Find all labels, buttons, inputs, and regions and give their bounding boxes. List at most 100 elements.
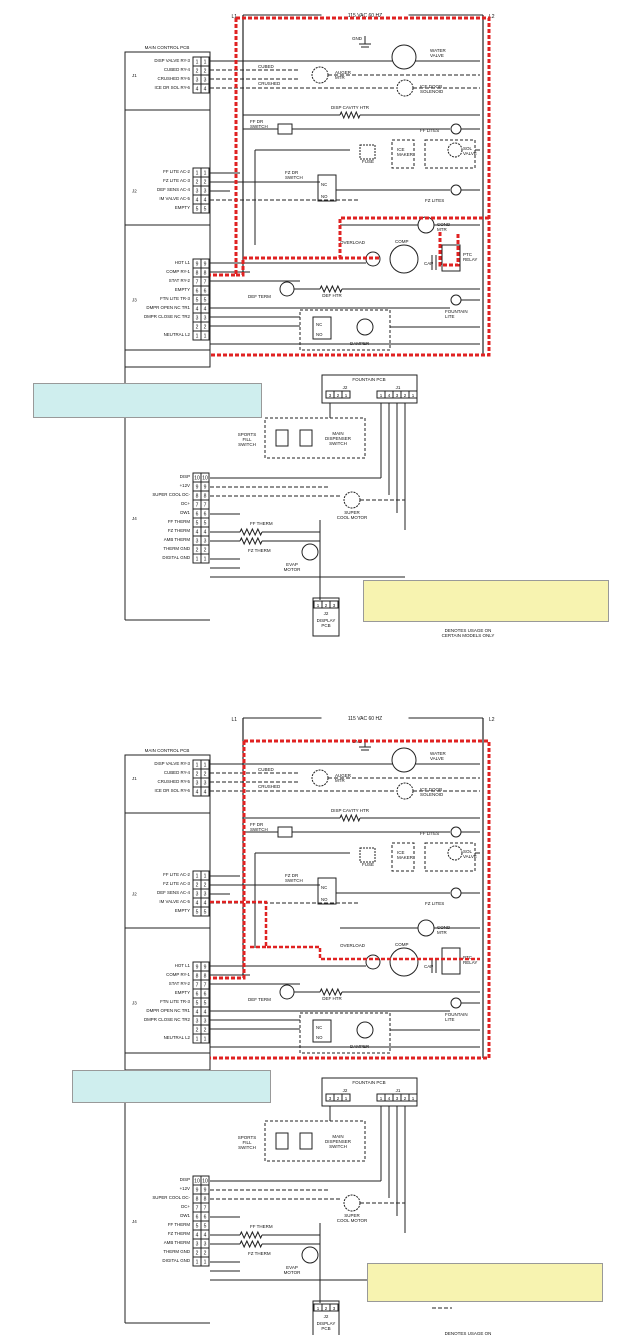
pin-label: FZ LITE AC-3 [163,881,190,886]
damper-motor [356,318,374,336]
pin-label: ICE DR SOL RY-6 [155,85,191,90]
sol-valve [447,142,463,158]
main-dispenser-switch [299,1132,313,1150]
fz-dr-switch-label-line: FZ DR [285,170,299,175]
water-valve [391,747,417,773]
main-pcb-title: MAIN CONTROL PCB [145,45,190,50]
water-valve [391,44,417,70]
fz-nc-label: NC [321,885,327,890]
caption-box-top-left [33,383,262,418]
pin-number: 5 [196,298,199,304]
damper-switch [312,1019,332,1043]
pin-number: 6 [196,992,199,998]
pin-number: 9 [196,262,199,268]
fz-no-label: NO [321,897,328,902]
pin-number: 1 [380,393,383,398]
pin-label: DMPR OPEN NC TR1 [146,305,190,310]
super-cool-motor-label-line: COOL MOTOR [337,515,368,520]
pin-number: 8 [204,974,207,980]
ff-dr-switch-label-line: FF DR [250,822,264,827]
pin-label: STAT RY-2 [169,981,191,986]
ptc-relay [441,947,461,975]
connector-label: J4 [132,516,137,521]
pin-number: 2 [196,548,199,554]
pin-number: 9 [196,965,199,971]
pin-number: 9 [196,1188,199,1194]
pin-number: 2 [204,180,207,186]
ice-door-solenoid-label-line: SOLENOID [420,89,444,94]
fz-dr-switch [317,877,337,905]
fz-lite-bulb [450,887,462,899]
pin-number: 6 [204,1215,207,1221]
pin-number: 3 [196,78,199,84]
main-dispenser-label-line: DISPENSER [325,436,352,441]
ice-door-solenoid-label-line: ICE DOOR [420,84,443,89]
pin-number: 4 [196,901,199,907]
pin-number: 4 [388,1096,391,1101]
highlight-l1-path [210,741,246,980]
resistor-symbol [339,110,361,120]
connector-label: J4 [132,1219,137,1224]
damper-no-label: NO [316,332,323,337]
pin-number: 3 [196,892,199,898]
fz-lites-label: FZ LITES [425,198,444,203]
compressor [389,947,419,977]
auger-motor-label-line: MTR [335,778,345,783]
pin-label: CRUSHED RY-5 [158,779,191,784]
sports-fill-label-line: SWITCH [238,442,256,447]
pin-number: 3 [204,781,207,787]
pin-number: 6 [196,1215,199,1221]
cubed-label: CUBED [258,767,275,772]
pin-number: 2 [337,1096,340,1101]
def-htr-label: DEF HTR [322,293,342,298]
evap-motor-label-line: MOTOR [284,1270,301,1275]
display-pcb-label-line: DISPLAY [317,1321,336,1326]
def-term-label: DEF TERM [248,294,271,299]
ice-door-solenoid [396,782,414,800]
connector-label: J1 [132,73,137,78]
supply-label: 115 VAC 60 HZ [348,13,382,19]
pin-number: 3 [204,892,207,898]
pin-label: DISP [180,1177,190,1182]
gnd-label: GND [352,36,363,41]
fountain-pcb [321,374,418,404]
pin-number: 1 [196,874,199,880]
pin-label: HOT L1 [175,963,191,968]
pin-number: 2 [204,772,207,778]
ice-maker-enclosure [424,842,476,872]
pin-number: 1 [204,763,207,769]
pin-number: 3 [396,393,399,398]
pin-label: DMPR CLOSE NC TR2 [144,1017,191,1022]
evap-motor [301,1246,319,1264]
water-valve-label-line: VALVE [430,53,444,58]
pin-number: 6 [204,512,207,518]
pin-number: 7 [204,1206,207,1212]
denotes-note-line: DENOTES USAGE ON [445,628,492,633]
compressor [389,244,419,274]
pin-label: DIGITAL GND [162,555,190,560]
pin-label: DMPR CLOSE NC TR2 [144,314,191,319]
pin-number: 4 [204,307,207,313]
pin-label: DC+ [181,1204,190,1209]
pin-label: DEF SENS AC-4 [157,187,190,192]
ff-dr-switch-label-line: SWITCH [250,124,268,129]
pin-number: 1 [204,334,207,340]
pin-number: 6 [196,512,199,518]
pin-number: 1 [204,171,207,177]
ice-door-solenoid [396,79,414,97]
display-pcb-label-line: PCB [321,623,330,628]
pin-box [329,1303,339,1312]
pin-label: HOT L1 [175,260,191,265]
pin-label: FTN LITE TR-3 [160,999,190,1004]
fountain-lite-bulb [450,997,462,1009]
pin-box [200,330,210,341]
pin-label: EMPTY [175,908,190,913]
crushed-label: CRUSHED [258,784,281,789]
pin-label: DW1 [180,510,190,515]
pin-number: 10 [202,476,208,482]
